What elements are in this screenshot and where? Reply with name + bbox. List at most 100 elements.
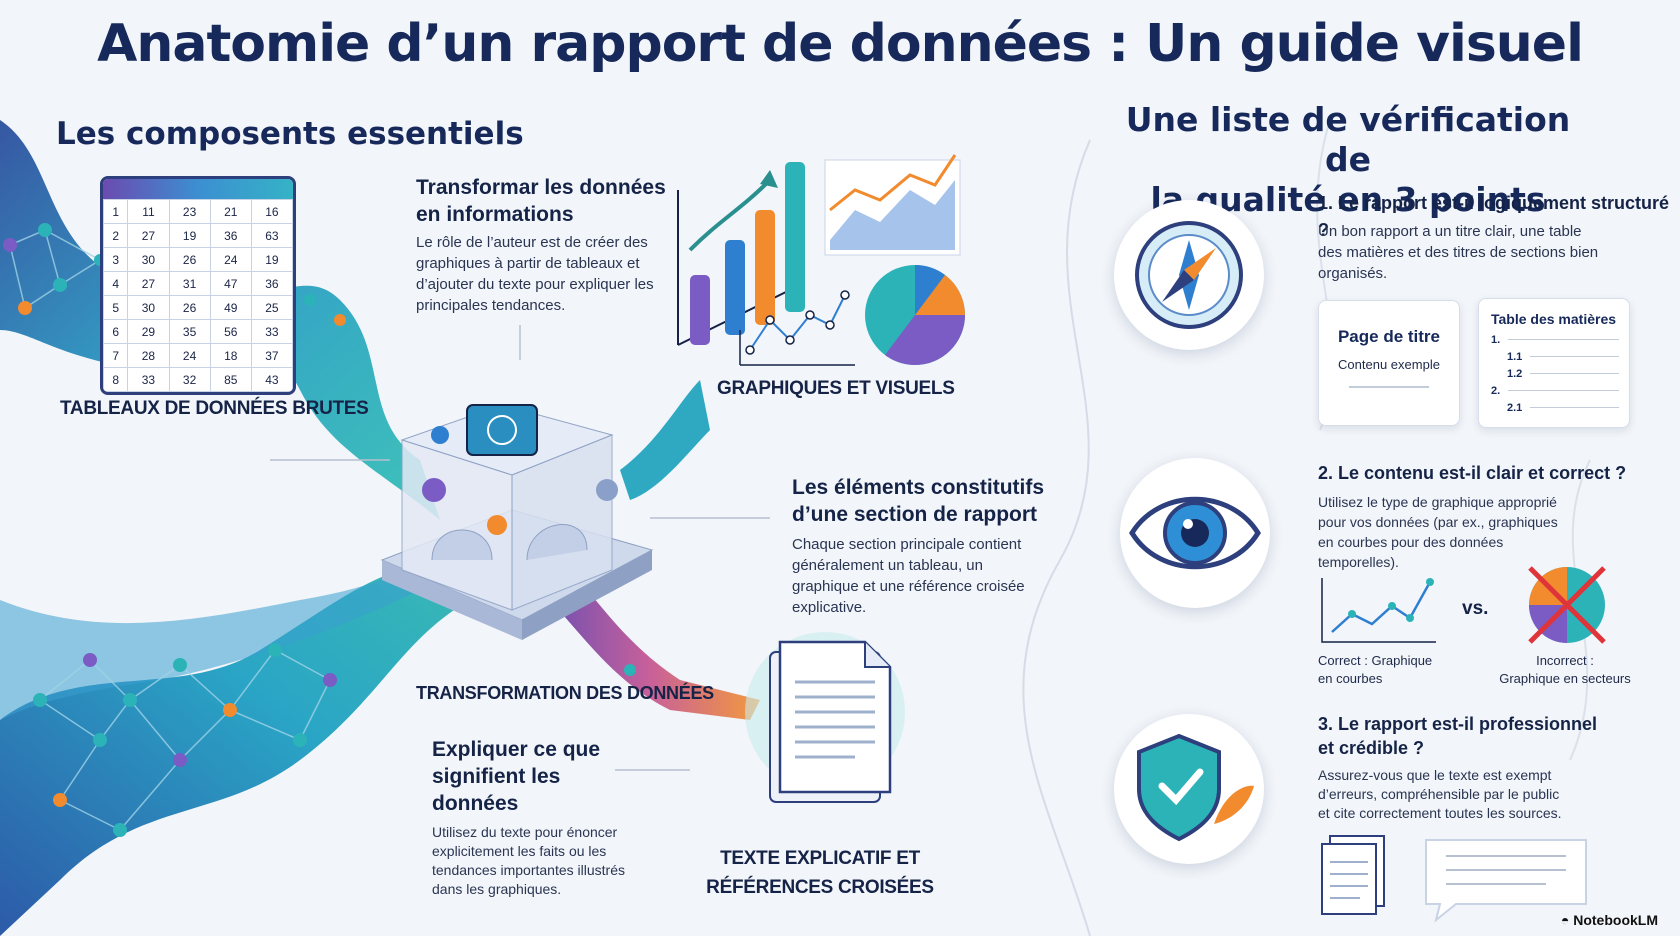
table-cell: 27 [127, 223, 170, 248]
toc-entry: 1.2 [1491, 365, 1619, 382]
notebooklm-logo: ◓ NotebookLM [1561, 912, 1658, 928]
table-cell: 49 [209, 295, 252, 320]
data-transformation-hub [380, 404, 654, 640]
shield-check-icon [1137, 733, 1254, 842]
bar-orange [755, 210, 775, 325]
bar-teal [785, 162, 805, 312]
table-cell: 32 [168, 367, 211, 392]
compass-circle [1114, 200, 1264, 350]
graphics-caption: GRAPHIQUES ET VISUELS [717, 378, 955, 399]
table-cell: 7 [103, 343, 129, 368]
quill-icon [1214, 785, 1254, 824]
table-cell: 63 [250, 223, 293, 248]
explain-block: Expliquer ce que signifient les données … [432, 736, 642, 899]
table-cell: 24 [209, 247, 252, 272]
item1-title: 1. Le rapport est-il logiquement structu… [1318, 193, 1670, 240]
text-caption-line2: RÉFÉRENCES CROISÉES [706, 877, 934, 898]
table-cell: 29 [127, 319, 170, 344]
table-cell: 3 [103, 247, 129, 272]
compass-icon [1135, 221, 1243, 329]
hub-caption: TRANSFORMATION DES DONNÉES [416, 683, 714, 703]
text-caption-line1: TEXTE EXPLICATIF ET [720, 848, 920, 869]
table-cell: 56 [209, 319, 252, 344]
table-cell: 25 [250, 295, 293, 320]
item2-body: Utilisez le type de graphique approprié … [1318, 494, 1558, 570]
document-icon [745, 632, 905, 803]
table-cell: 28 [127, 343, 170, 368]
table-cell: 27 [127, 271, 170, 296]
table-cell: 85 [209, 367, 252, 392]
incorrect-caption-line1: Incorrect : [1536, 653, 1594, 668]
table-cell: 23 [168, 199, 211, 224]
item2-title: 2. Le contenu est-il clair et correct ? [1318, 463, 1627, 483]
eye-circle [1120, 458, 1270, 608]
table-cell: 21 [209, 199, 252, 224]
table-cell: 19 [168, 223, 211, 248]
transform-block: Transformar les données en informations … [416, 174, 696, 316]
table-cell: 4 [103, 271, 129, 296]
incorrect-caption: Incorrect : Graphique en secteurs [1490, 652, 1640, 688]
checklist-heading-line1: Une liste de vérification de [1125, 100, 1571, 179]
table-cell: 5 [103, 295, 129, 320]
raw-table-caption: TABLEAUX DE DONNÉES BRUTES [60, 398, 369, 419]
transform-body: Le rôle de l’auteur est de créer des gra… [416, 234, 654, 314]
toc-entry: 1. [1491, 331, 1619, 348]
toc-entry: 2. [1491, 382, 1619, 399]
title-page-card: Page de titre Contenu exemple [1318, 300, 1460, 426]
table-cell: 37 [250, 343, 293, 368]
incorrect-caption-line2: Graphique en secteurs [1499, 671, 1631, 686]
brand-label: NotebookLM [1573, 912, 1658, 928]
left-heading: Les composents essentiels [56, 116, 524, 152]
table-cell: 35 [168, 319, 211, 344]
table-cell: 1 [103, 199, 129, 224]
toc-entry-label: 1.1 [1507, 350, 1523, 363]
toc-entry-label: 1. [1491, 333, 1501, 346]
toc-entry: 1.1 [1491, 348, 1619, 365]
correct-caption: Correct : Graphique en courbes [1318, 652, 1432, 688]
table-cell: 18 [209, 343, 252, 368]
table-cell: 16 [250, 199, 293, 224]
page-title: Anatomie d’un rapport de données : Un gu… [97, 14, 1584, 74]
toc-entry-label: 2.1 [1507, 401, 1523, 414]
table-cell: 24 [168, 343, 211, 368]
table-cell: 8 [103, 367, 129, 392]
item1-body: Un bon rapport a un titre clair, une tab… [1318, 223, 1599, 282]
title-page-subtitle: Contenu exemple [1338, 357, 1440, 372]
notebooklm-icon: ◓ [1560, 912, 1574, 928]
section-title-line2: d’une section de rapport [792, 503, 1038, 526]
table-cell: 36 [209, 223, 252, 248]
bar-blue [725, 240, 745, 335]
toc-entry-label: 2. [1491, 384, 1501, 397]
item3-body: Assurez-vous que le texte est exempt d’e… [1318, 767, 1562, 821]
transform-title-line2: en informations [416, 203, 574, 226]
incorrect-pie-chart [1528, 566, 1606, 644]
transform-title-line1: Transformar les données [416, 176, 666, 199]
table-cell: 30 [127, 247, 170, 272]
bar-purple [690, 275, 710, 345]
section-body: Chaque section principale contient génér… [792, 536, 1025, 616]
table-cell: 11 [127, 199, 170, 224]
correct-caption-line2: en courbes [1318, 671, 1383, 686]
table-cell: 6 [103, 319, 129, 344]
item3-title-line2: et crédible ? [1318, 738, 1425, 758]
brain-chip-icon [466, 404, 538, 456]
correct-line-chart [1321, 578, 1436, 643]
table-cell: 26 [168, 247, 211, 272]
table-cell: 26 [168, 295, 211, 320]
text-caption: TEXTE EXPLICATIF ET RÉFÉRENCES CROISÉES [700, 844, 940, 902]
table-cell: 47 [209, 271, 252, 296]
explain-title-line2: signifient les données [432, 765, 561, 815]
table-cell: 2 [103, 223, 129, 248]
toc-entry-label: 1.2 [1507, 367, 1523, 380]
item3-title: 3. Le rapport est-il professionnel et cr… [1318, 712, 1597, 760]
